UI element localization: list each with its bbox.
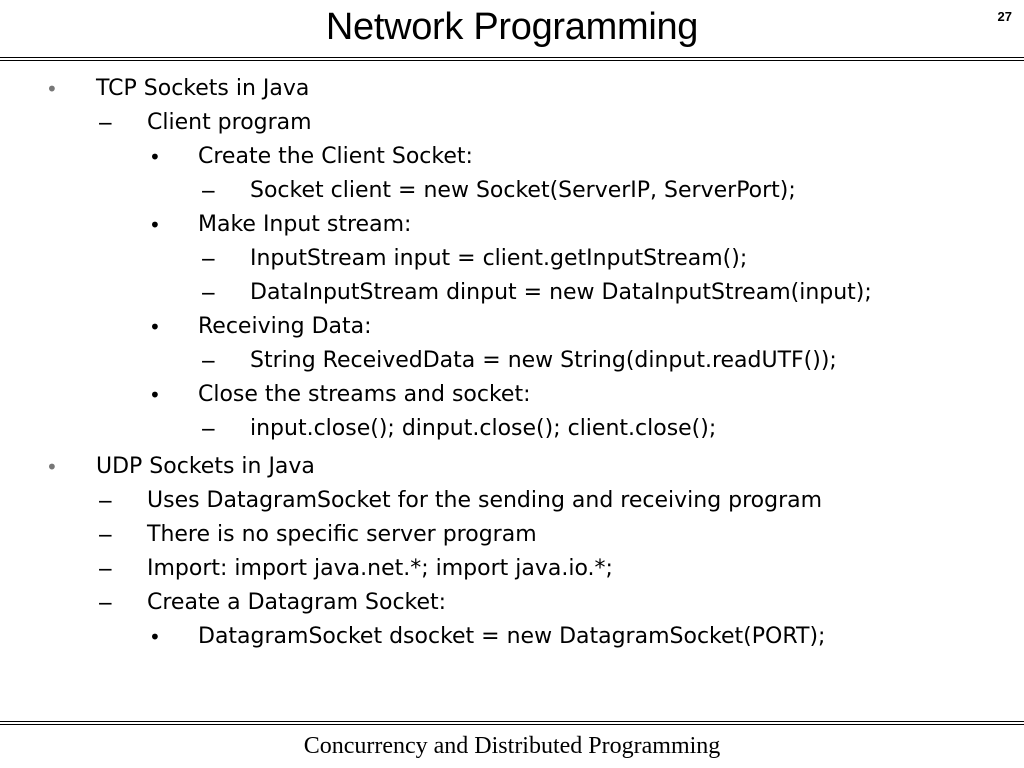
dash-marker: − bbox=[200, 349, 217, 373]
header-divider bbox=[0, 57, 1024, 58]
outline-item-text: String ReceivedData = new String(dinput.… bbox=[250, 348, 837, 373]
dash-marker: − bbox=[97, 591, 114, 615]
footer-divider bbox=[0, 721, 1024, 722]
outline-item-text: Client program bbox=[147, 110, 312, 135]
outline-item-text: There is no specific server program bbox=[147, 522, 537, 547]
outline-item-text: Socket client = new Socket(ServerIP, Ser… bbox=[250, 178, 796, 203]
bullet-marker: • bbox=[149, 213, 161, 237]
dash-marker: − bbox=[97, 489, 114, 513]
outline-item-text: Create a Datagram Socket: bbox=[147, 590, 447, 615]
outline-item-text: Uses DatagramSocket for the sending and … bbox=[147, 488, 823, 513]
bullet-marker: • bbox=[149, 625, 161, 649]
slide-footer: Concurrency and Distributed Programming bbox=[303, 733, 721, 759]
outline-item-text: Import: import java.net.*; import java.i… bbox=[147, 556, 613, 581]
outline-item-text: Make Input stream: bbox=[198, 212, 412, 237]
outline-item-text: TCP Sockets in Java bbox=[96, 76, 310, 101]
outline-item-text: UDP Sockets in Java bbox=[96, 454, 315, 479]
outline-item-text: InputStream input = client.getInputStrea… bbox=[250, 246, 748, 271]
dash-marker: − bbox=[97, 523, 114, 547]
bullet-marker: • bbox=[149, 315, 161, 339]
bullet-marker: • bbox=[149, 145, 161, 169]
slide-title: Network Programming bbox=[325, 6, 699, 48]
dash-marker: − bbox=[200, 179, 217, 203]
outline-item-text: input.close(); dinput.close(); client.cl… bbox=[250, 416, 717, 441]
page-number: 27 bbox=[997, 9, 1012, 24]
dash-marker: − bbox=[97, 111, 114, 135]
outline-item-text: Receiving Data: bbox=[198, 314, 372, 339]
header-divider-secondary bbox=[0, 60, 1024, 61]
dash-marker: − bbox=[97, 557, 114, 581]
bullet-marker: • bbox=[46, 77, 58, 101]
bullet-marker: • bbox=[149, 383, 161, 407]
bullet-marker: • bbox=[46, 455, 58, 479]
footer-divider-secondary bbox=[0, 724, 1024, 725]
outline-item-text: DataInputStream dinput = new DataInputSt… bbox=[250, 280, 872, 305]
dash-marker: − bbox=[200, 247, 217, 271]
dash-marker: − bbox=[200, 417, 217, 441]
outline-item-text: DatagramSocket dsocket = new DatagramSoc… bbox=[198, 624, 826, 649]
dash-marker: − bbox=[200, 281, 217, 305]
outline-item-text: Create the Client Socket: bbox=[198, 144, 473, 169]
outline-item-text: Close the streams and socket: bbox=[198, 382, 531, 407]
